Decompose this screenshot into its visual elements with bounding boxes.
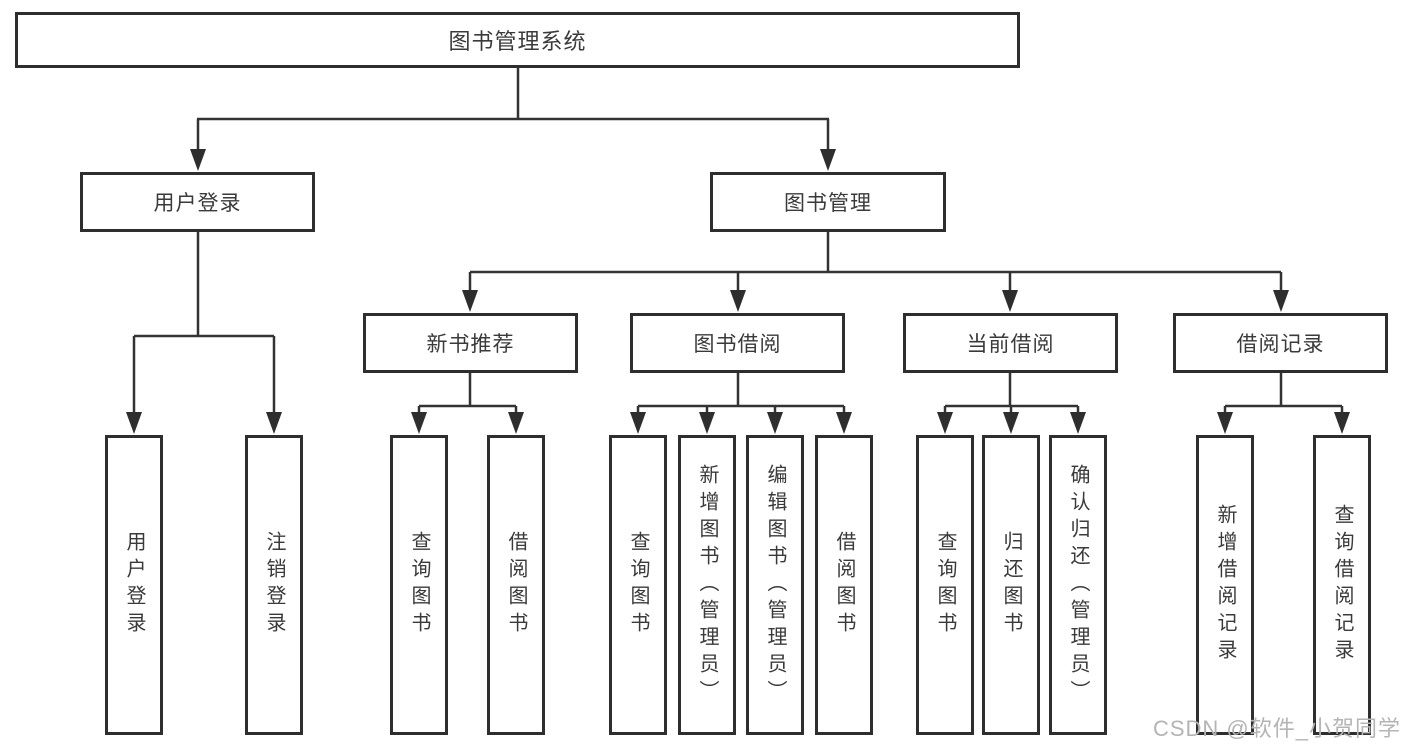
arrowheads	[126, 149, 1350, 434]
leaf-recommend-query-books-label: 查询图书	[408, 531, 430, 639]
leaf-query-borrow-record-label: 查询借阅记录	[1331, 504, 1353, 666]
node-current-borrowing: 当前借阅	[903, 313, 1118, 373]
node-current-borrowing-label: 当前借阅	[966, 333, 1055, 356]
leaf-user-login-label: 用户登录	[123, 531, 145, 639]
node-book-management-label: 图书管理	[784, 192, 872, 215]
node-new-book-recommend-label: 新书推荐	[426, 333, 515, 356]
leaf-recommend-borrow-books-label: 借阅图书	[505, 531, 527, 639]
leaf-add-borrow-record-label: 新增借阅记录	[1214, 504, 1236, 666]
leaf-logout-label: 注销登录	[263, 531, 285, 639]
leaf-current-query-books-label: 查询图书	[934, 531, 956, 639]
leaf-borrowing-query-books: 查询图书	[609, 435, 667, 735]
leaf-user-login: 用户登录	[105, 435, 163, 735]
node-user-login: 用户登录	[80, 172, 315, 232]
leaf-confirm-return-admin: 确认归还（管理员）	[1049, 435, 1107, 735]
node-book-borrowing-label: 图书借阅	[693, 333, 782, 356]
node-borrowing-records-label: 借阅记录	[1236, 333, 1325, 356]
csdn-watermark: CSDN @软件_小贺同学	[1152, 716, 1401, 741]
node-book-management: 图书管理	[710, 172, 946, 232]
leaf-confirm-return-admin-label: 确认归还（管理员）	[1067, 463, 1089, 707]
node-book-borrowing: 图书借阅	[630, 313, 845, 373]
leaf-logout: 注销登录	[245, 435, 303, 735]
leaf-add-borrow-record: 新增借阅记录	[1196, 435, 1254, 735]
leaf-edit-books-admin: 编辑图书（管理员）	[746, 435, 804, 735]
node-library-system: 图书管理系统	[15, 12, 1020, 68]
leaf-recommend-query-books: 查询图书	[390, 435, 448, 735]
node-user-login-label: 用户登录	[153, 192, 242, 215]
leaf-add-books-admin-label: 新增图书（管理员）	[696, 463, 718, 707]
leaf-edit-books-admin-label: 编辑图书（管理员）	[764, 463, 786, 707]
leaf-borrowing-borrow-books-label: 借阅图书	[833, 531, 855, 639]
leaf-return-books-label: 归还图书	[1000, 531, 1022, 639]
node-new-book-recommend: 新书推荐	[363, 313, 578, 373]
node-library-system-label: 图书管理系统	[448, 29, 587, 54]
leaf-add-books-admin: 新增图书（管理员）	[678, 435, 736, 735]
leaf-current-query-books: 查询图书	[916, 435, 974, 735]
leaf-borrowing-borrow-books: 借阅图书	[815, 435, 873, 735]
leaf-return-books: 归还图书	[982, 435, 1040, 735]
leaf-borrowing-query-books-label: 查询图书	[627, 531, 649, 639]
node-borrowing-records: 借阅记录	[1173, 313, 1388, 373]
leaf-query-borrow-record: 查询借阅记录	[1313, 435, 1371, 735]
leaf-recommend-borrow-books: 借阅图书	[487, 435, 545, 735]
